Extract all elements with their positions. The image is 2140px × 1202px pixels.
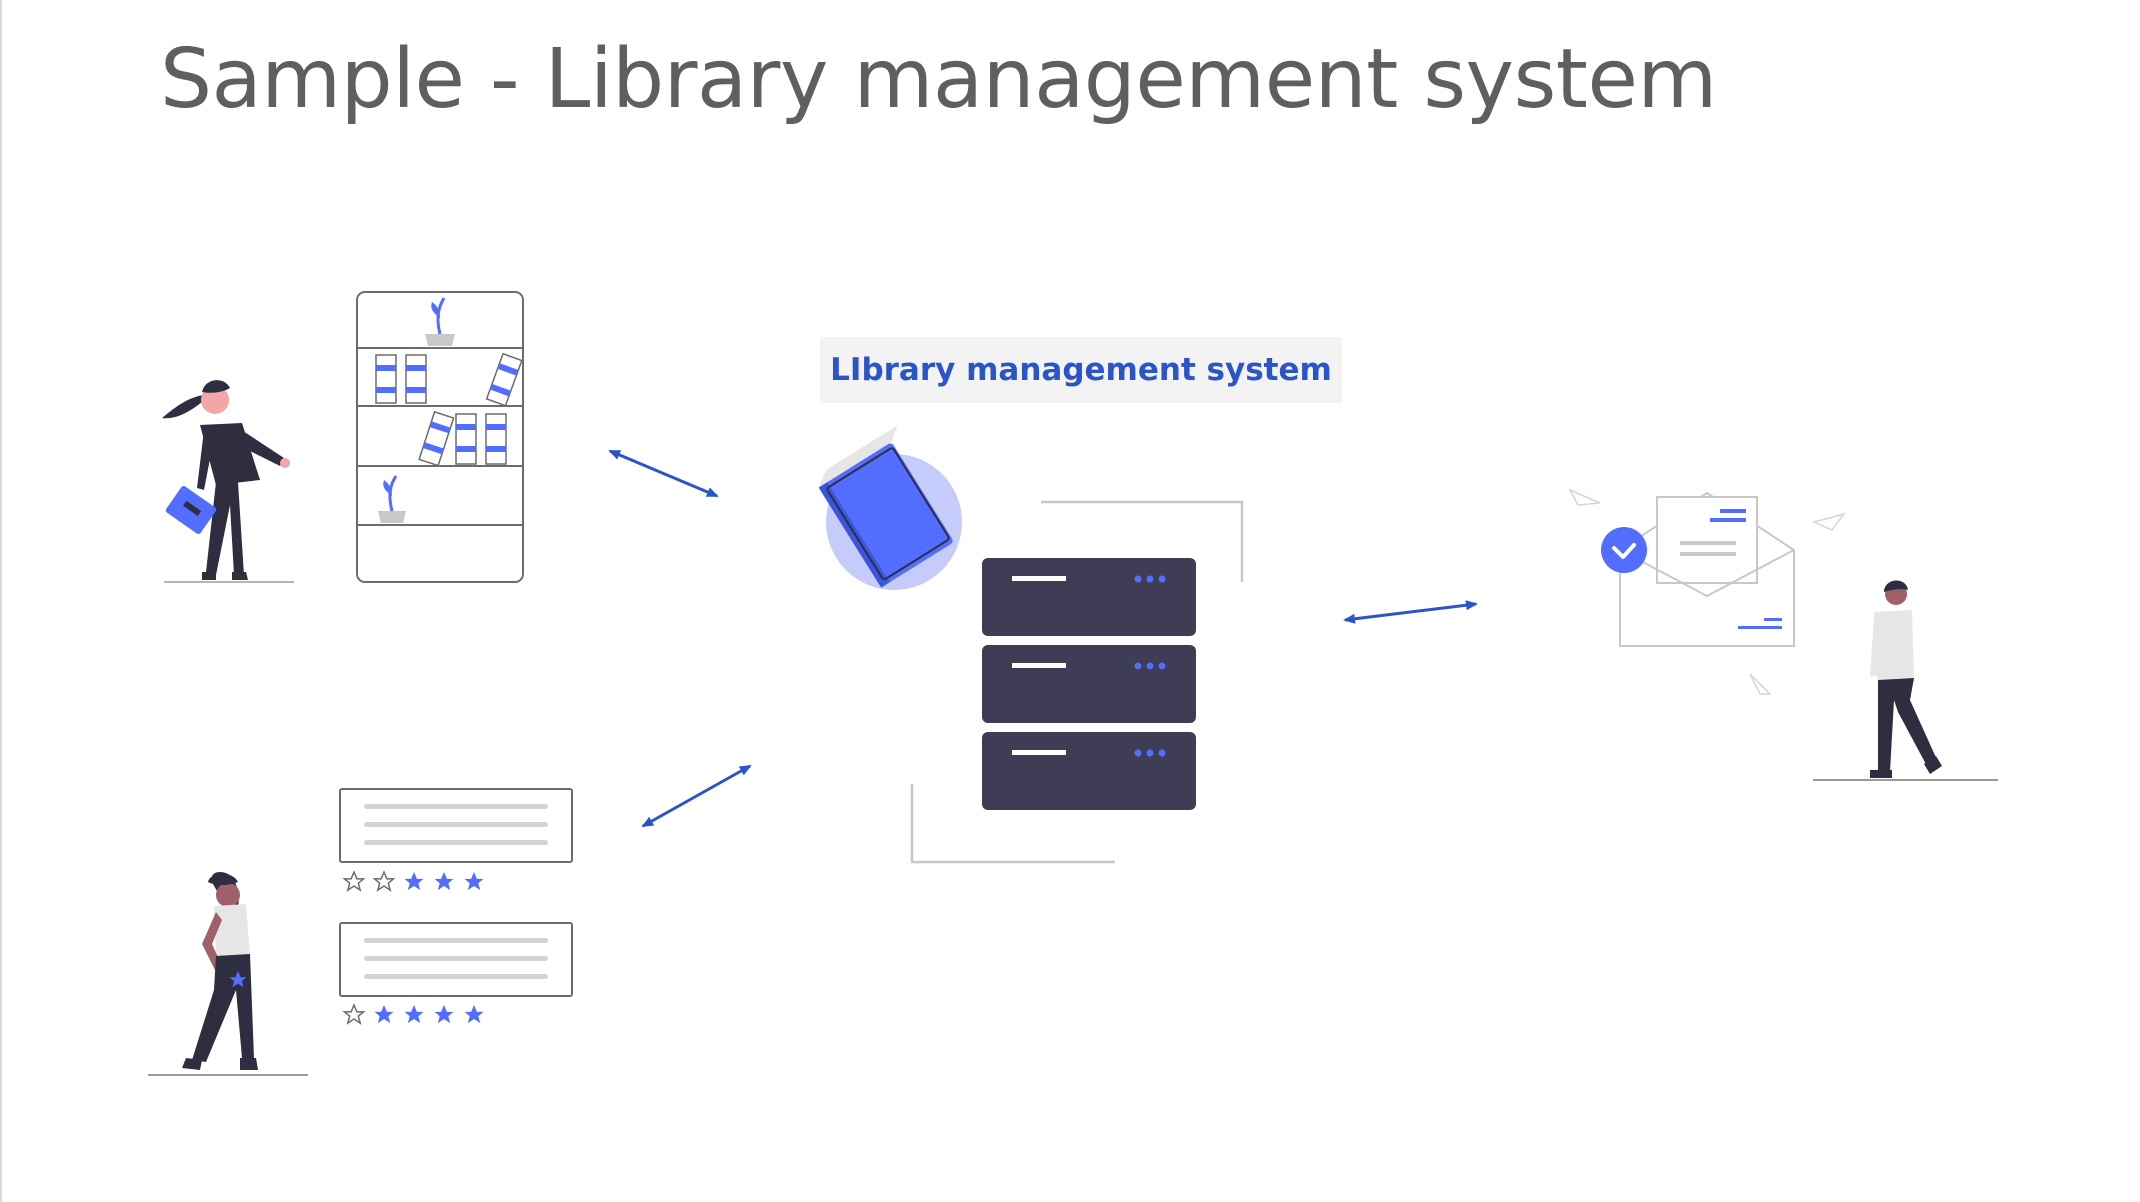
- star-empty-icon: [373, 871, 395, 891]
- star-filled-icon: [464, 1005, 484, 1024]
- librarian-figure: [162, 380, 290, 580]
- edge-system-notification: [1343, 600, 1478, 624]
- system-label: LIbrary management system: [820, 337, 1342, 403]
- star-filled-icon: [404, 872, 424, 891]
- star-filled-icon: [434, 872, 454, 891]
- star-filled-icon: [464, 872, 484, 891]
- star-filled-icon: [374, 1005, 394, 1024]
- walking-user-figure: [1870, 580, 1942, 778]
- star-empty-icon: [343, 1004, 365, 1024]
- bookshelf-icon: [356, 291, 524, 583]
- page-title: Sample - Library management system: [160, 32, 1717, 127]
- rating-row-1: [343, 871, 484, 891]
- email-user-icon: [1568, 488, 1998, 781]
- star-filled-icon: [434, 1005, 454, 1024]
- reviewer-figure: [182, 872, 258, 1070]
- star-filled-icon: [404, 1005, 424, 1024]
- star-empty-icon: [343, 871, 365, 891]
- rating-row-2: [343, 1004, 484, 1024]
- edge-librarian-system: [608, 449, 719, 498]
- reviews-rating-icon: [148, 788, 573, 1076]
- server-book-icon: [818, 425, 1244, 864]
- edge-reviewer-system: [641, 764, 752, 828]
- librarian-bookshelf-icon: [162, 291, 524, 583]
